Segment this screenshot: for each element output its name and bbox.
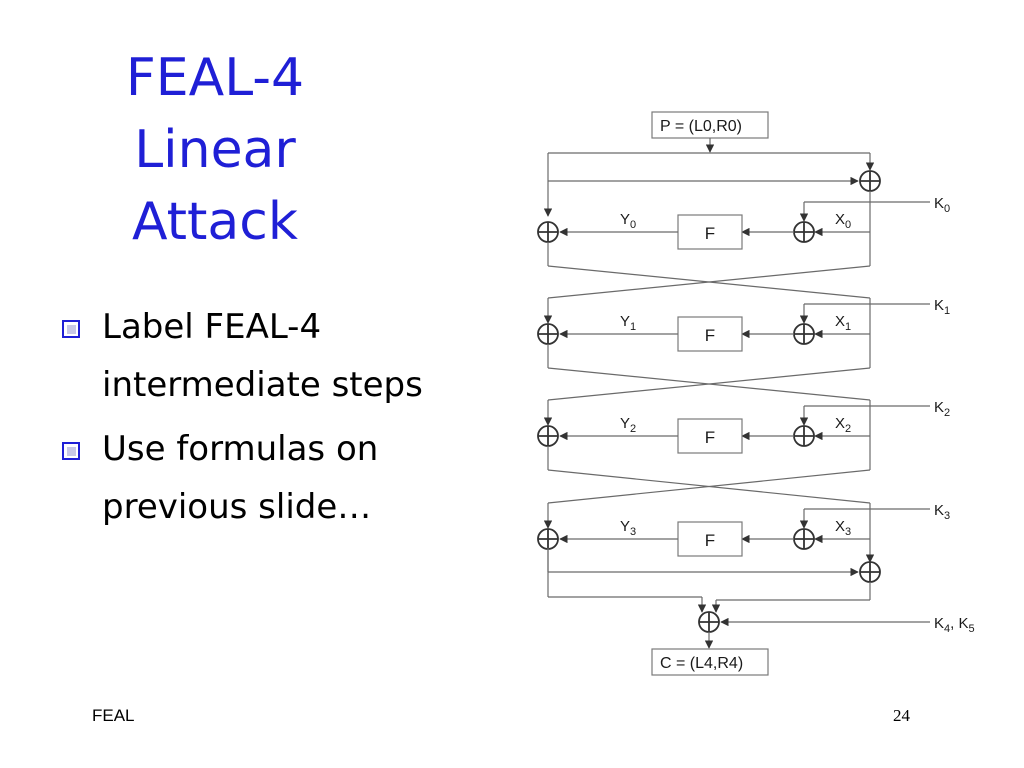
bullet-list: Label FEAL-4 intermediate steps Use form… <box>62 298 462 542</box>
xor-symbol-key-round-2 <box>793 425 815 447</box>
xor-symbol-key-round-1 <box>793 323 815 345</box>
title-line-3: Attack <box>131 192 298 252</box>
xor-symbol-left-round-1 <box>537 323 559 345</box>
x-label-round-1: X1 <box>835 313 851 333</box>
key-label-round-2: K2 <box>934 399 950 419</box>
xor-symbol-key-round-3 <box>793 528 815 550</box>
xor-symbol-left-round-0 <box>537 221 559 243</box>
final-key-label: K4, K5 <box>934 615 975 635</box>
cross-line-b-round-1 <box>547 367 871 401</box>
title-line-1: FEAL-4 <box>125 48 305 108</box>
y-label-round-0: Y0 <box>620 211 636 231</box>
cross-line-b-round-0 <box>547 265 871 299</box>
f-box-round-1 <box>677 316 743 352</box>
x-label-round-2: X2 <box>835 415 851 435</box>
key-label-round-3: K3 <box>934 502 950 522</box>
x-label-round-3: X3 <box>835 518 851 538</box>
bullet-item: Use formulas on previous slide… <box>62 420 462 536</box>
f-box-round-2 <box>677 418 743 454</box>
cross-line-b-round-2 <box>547 469 871 504</box>
f-label-round-2: F <box>705 428 715 447</box>
ciphertext-box <box>651 648 769 676</box>
footer-label: FEAL <box>92 706 135 725</box>
y-label-round-2: Y2 <box>620 415 636 435</box>
xor-symbol-final <box>698 611 720 633</box>
bullet-text: Use formulas on previous slide… <box>102 429 379 527</box>
xor-symbol-bottom <box>859 561 881 583</box>
square-bullet-icon <box>62 320 80 338</box>
f-label-round-1: F <box>705 326 715 345</box>
y-label-round-3: Y3 <box>620 518 636 538</box>
page-number: 24 <box>893 706 910 725</box>
xor-symbol-top <box>859 170 881 192</box>
f-label-round-0: F <box>705 224 715 243</box>
bullet-text: Label FEAL-4 intermediate steps <box>102 307 423 405</box>
xor-symbol-left-round-3 <box>537 528 559 550</box>
ciphertext-label: C = (L4,R4) <box>660 655 743 672</box>
plaintext-label: P = (L0,R0) <box>660 118 742 135</box>
title-line-2: Linear <box>134 120 296 180</box>
xor-symbol-left-round-2 <box>537 425 559 447</box>
f-label-round-3: F <box>705 531 715 550</box>
key-label-round-0: K0 <box>934 195 950 215</box>
bullet-item: Label FEAL-4 intermediate steps <box>62 298 462 414</box>
x-label-round-0: X0 <box>835 211 851 231</box>
f-box-round-0 <box>677 214 743 250</box>
f-box-round-3 <box>677 521 743 557</box>
slide-title: FEAL-4 Linear Attack <box>60 42 370 258</box>
y-label-round-1: Y1 <box>620 313 636 333</box>
square-bullet-icon <box>62 442 80 460</box>
key-label-round-1: K1 <box>934 297 950 317</box>
plaintext-box <box>651 111 769 139</box>
xor-symbol-key-round-0 <box>793 221 815 243</box>
